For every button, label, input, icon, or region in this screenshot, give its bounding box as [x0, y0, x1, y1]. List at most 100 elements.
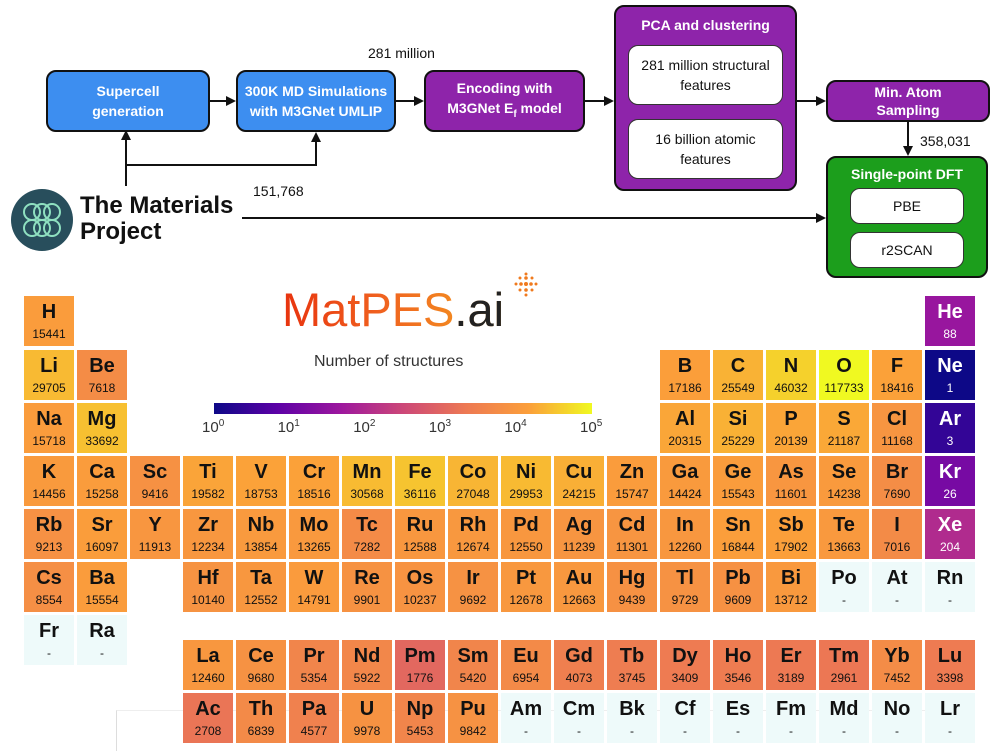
encoding-prefix: Encoding with M3GNet E — [447, 79, 553, 116]
element-symbol: Rh — [459, 514, 487, 536]
element-count: 5453 — [406, 724, 434, 738]
element-count: 12674 — [456, 540, 490, 554]
element-symbol: Ir — [466, 567, 480, 589]
materials-project-name: The Materials Project — [80, 193, 233, 245]
element-count: 12260 — [668, 540, 702, 554]
element-cell-rh: Rh 12674 — [448, 509, 498, 559]
element-symbol: Np — [406, 698, 434, 720]
element-count: - — [789, 724, 793, 738]
element-count: 9729 — [671, 593, 699, 607]
element-symbol: Nb — [247, 514, 275, 536]
colorbar-tick-label: 105 — [580, 418, 602, 436]
element-symbol: Os — [406, 567, 434, 589]
pca-atomic-features: 16 billion atomic features — [655, 131, 756, 167]
element-symbol: Ge — [724, 461, 752, 483]
pca-structural-features-box: 281 million structural features — [628, 45, 783, 105]
element-cell-fm: Fm- — [766, 693, 816, 743]
element-symbol: Es — [725, 698, 751, 720]
element-count: 36116 — [403, 487, 437, 501]
element-count: 13712 — [774, 593, 808, 607]
element-symbol: Pu — [460, 698, 486, 720]
element-symbol: Pb — [725, 567, 751, 589]
element-count: 24215 — [562, 487, 596, 501]
element-count: 25549 — [721, 381, 755, 395]
element-symbol: Cl — [887, 408, 907, 430]
element-symbol: Cu — [565, 461, 593, 483]
element-count: 4073 — [565, 671, 593, 685]
element-symbol: Md — [829, 698, 859, 720]
element-count: 4577 — [300, 724, 328, 738]
tick-exponent: 4 — [521, 418, 527, 429]
element-count: 9978 — [353, 724, 381, 738]
element-count: 11601 — [774, 487, 808, 501]
element-symbol: Ba — [89, 567, 115, 589]
element-count: 14791 — [297, 593, 331, 607]
element-cell-cf: Cf- — [660, 693, 710, 743]
dft-title: Single-point DFT — [851, 166, 963, 182]
element-symbol: O — [836, 355, 852, 377]
element-cell-n: N 46032 — [766, 350, 816, 400]
element-count: - — [842, 593, 846, 607]
r2scan-label: r2SCAN — [881, 242, 933, 258]
element-symbol: Xe — [937, 514, 963, 536]
tick-exponent: 2 — [369, 418, 376, 429]
element-count: 46032 — [774, 381, 808, 395]
element-count: 3745 — [618, 671, 646, 685]
element-cell-bk: Bk- — [607, 693, 657, 743]
element-count: 18516 — [297, 487, 331, 501]
element-symbol: Al — [675, 408, 695, 430]
element-symbol: No — [883, 698, 911, 720]
element-symbol: Ta — [250, 567, 272, 589]
matpes-logo-dots-icon — [514, 272, 538, 297]
element-cell-am: Am- — [501, 693, 551, 743]
element-symbol: Te — [833, 514, 855, 536]
element-symbol: Sc — [142, 461, 168, 483]
label-281-million: 281 million — [368, 45, 435, 61]
element-cell-fr: Fr- — [24, 615, 74, 665]
element-symbol: Zn — [619, 461, 645, 483]
element-count: - — [736, 724, 740, 738]
element-count: 9842 — [459, 724, 487, 738]
element-count: 15554 — [85, 593, 119, 607]
element-symbol: Br — [885, 461, 909, 483]
element-count: 204 — [939, 540, 961, 554]
element-symbol: Yb — [884, 645, 910, 667]
element-count: 8554 — [35, 593, 63, 607]
element-count: - — [895, 593, 899, 607]
element-symbol: Mg — [87, 408, 117, 430]
min-atom-sampling-box: Min. Atom Sampling — [826, 80, 990, 122]
element-count: 9416 — [141, 487, 169, 501]
element-symbol: N — [783, 355, 799, 377]
element-count: 15718 — [32, 434, 66, 448]
element-count: 12460 — [191, 671, 225, 685]
element-count: 1776 — [406, 671, 434, 685]
element-count: 5420 — [459, 671, 487, 685]
element-cell-cu: Cu 24215 — [554, 456, 604, 506]
element-count: 11301 — [615, 540, 649, 554]
element-symbol: At — [886, 567, 908, 589]
tick-base: 10 — [277, 419, 295, 436]
element-count: 30568 — [350, 487, 384, 501]
pca-clustering-box: PCA and clustering 281 million structura… — [614, 5, 797, 191]
element-count: - — [948, 593, 952, 607]
